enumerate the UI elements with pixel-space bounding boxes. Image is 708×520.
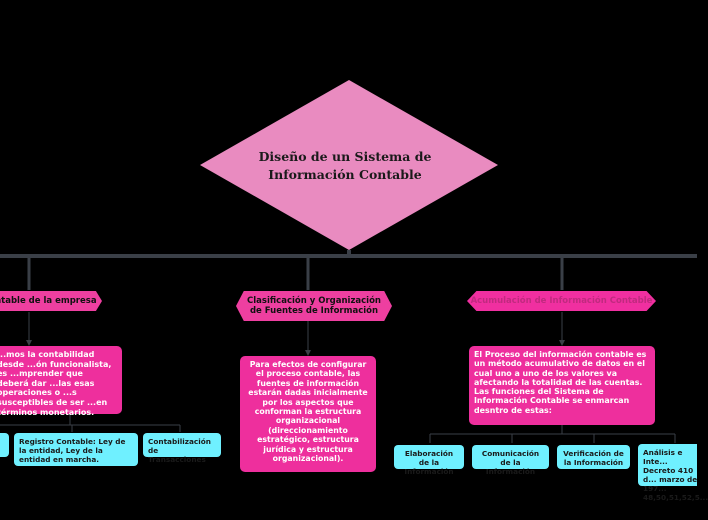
branch-1-child-3[interactable]: Contabilización de Transacciones bbox=[143, 433, 221, 464]
branch-3-child-1-text: Elaboración de la Información bbox=[404, 449, 454, 476]
branch-3-child-4[interactable]: Análisis e Inte... Decreto 410 d... marz… bbox=[638, 444, 708, 502]
branch-3-child-2-text: Comunicación de la Información bbox=[481, 449, 540, 476]
branch-3-child-3-text: Verificación de la Información bbox=[563, 449, 624, 467]
branch-1-description-text: ...mos la contabilidad desde ...ón funci… bbox=[0, 350, 112, 417]
branch-3-child-2[interactable]: Comunicación de la Información bbox=[472, 445, 549, 476]
branch-3-child-1[interactable]: Elaboración de la Información bbox=[394, 445, 464, 476]
branch-1-label[interactable]: ...ntable de la empresa bbox=[0, 291, 102, 311]
branch-1-child-2-text: Registro Contable: Ley de la entidad, Le… bbox=[19, 437, 126, 464]
branch-1-description[interactable]: ...mos la contabilidad desde ...ón funci… bbox=[0, 346, 122, 417]
branch-2-label-text: Clasificación y Organización de Fuentes … bbox=[247, 296, 381, 316]
branch-1-child-1[interactable] bbox=[0, 433, 9, 457]
branch-3-description-text: El Proceso del información contable es u… bbox=[474, 350, 647, 415]
branch-2-description-text: Para efectos de configurar el proceso co… bbox=[248, 360, 368, 464]
branch-3-label[interactable]: Acumulación de Información Contable bbox=[467, 291, 656, 311]
branch-1-child-3-text: Contabilización de Transacciones bbox=[148, 437, 211, 464]
root-title: Diseño de un Sistema de Información Cont… bbox=[245, 148, 445, 184]
branch-3-child-4-text: Análisis e Inte... Decreto 410 d... marz… bbox=[643, 448, 708, 502]
branch-3-label-text: Acumulación de Información Contable bbox=[470, 296, 653, 306]
branch-2-description[interactable]: Para efectos de configurar el proceso co… bbox=[240, 356, 376, 472]
root-diamond bbox=[200, 80, 498, 250]
branch-1-child-2[interactable]: Registro Contable: Ley de la entidad, Le… bbox=[14, 433, 138, 466]
branch-3-description[interactable]: El Proceso del información contable es u… bbox=[469, 346, 655, 425]
branch-3-child-3[interactable]: Verificación de la Información bbox=[557, 445, 630, 469]
root-title-line-2: Información Contable bbox=[268, 167, 422, 182]
root-title-line-1: Diseño de un Sistema de bbox=[258, 149, 432, 164]
branch-1-label-text: ...ntable de la empresa bbox=[0, 296, 97, 306]
branch-2-label[interactable]: Clasificación y Organización de Fuentes … bbox=[236, 291, 392, 321]
